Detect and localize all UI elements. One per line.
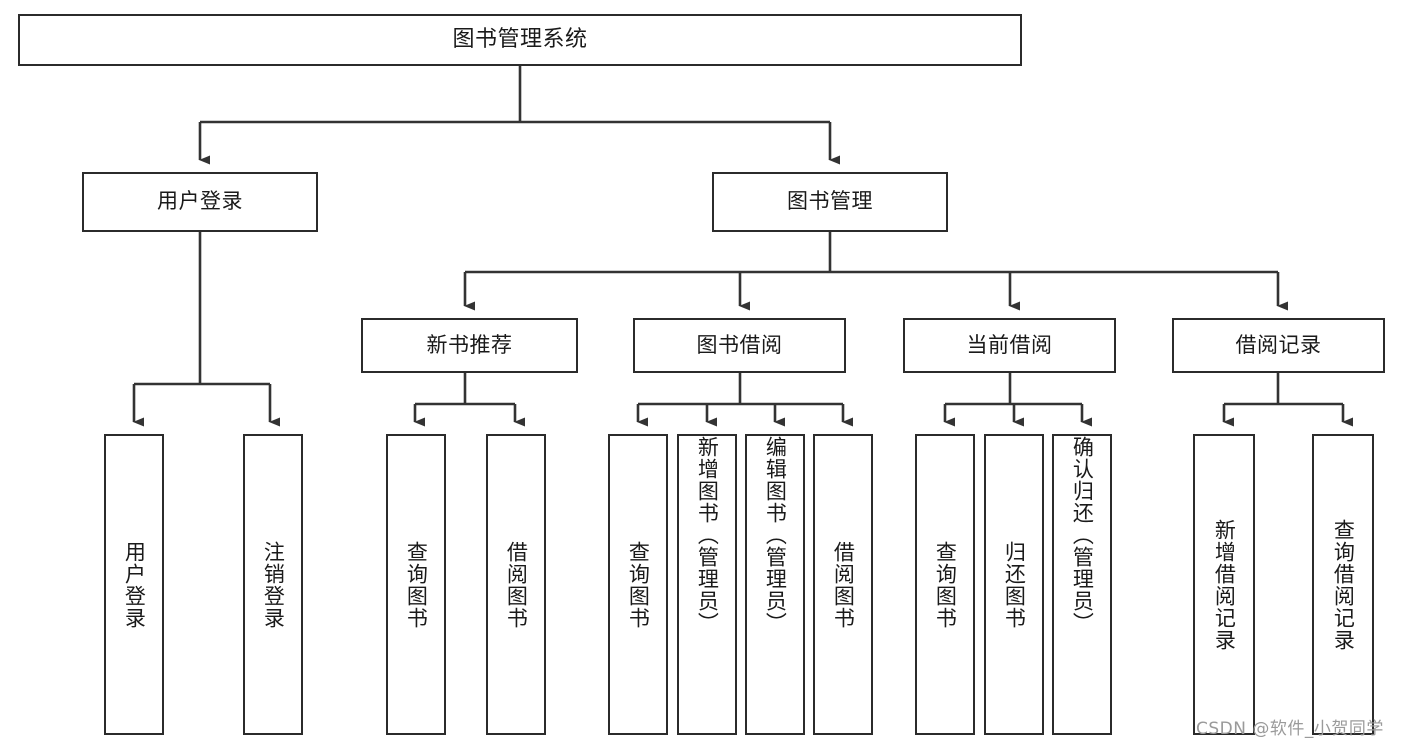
node-leaf-logout[interactable]: 注销登录 — [243, 434, 303, 735]
node-leaf-add-borrow-record[interactable]: 新增借阅记录 — [1193, 434, 1255, 735]
node-leaf-query-book-rec[interactable]: 查询图书 — [386, 434, 446, 735]
node-leaf-query-book-rec-label: 查询图书 — [404, 540, 429, 629]
node-leaf-borrow-book-rec-label: 借阅图书 — [504, 540, 529, 629]
node-leaf-add-borrow-record-label: 新增借阅记录 — [1212, 518, 1237, 651]
node-leaf-query-book-borrow-label: 查询图书 — [626, 540, 651, 629]
node-borrow-record-label: 借阅记录 — [1235, 332, 1322, 357]
node-leaf-edit-book[interactable]: 编辑图书（管理员） — [745, 434, 805, 735]
node-book-borrow-label: 图书借阅 — [696, 332, 783, 357]
node-leaf-query-borrow-record-label: 查询借阅记录 — [1331, 518, 1356, 651]
node-root[interactable]: 图书管理系统 — [18, 14, 1022, 66]
node-leaf-query-borrow-record[interactable]: 查询借阅记录 — [1312, 434, 1374, 735]
node-leaf-logout-label: 注销登录 — [261, 540, 286, 629]
node-new-book-recommend-label: 新书推荐 — [426, 332, 513, 357]
node-leaf-return-book[interactable]: 归还图书 — [984, 434, 1044, 735]
node-current-borrow-label: 当前借阅 — [966, 332, 1053, 357]
node-leaf-confirm-return[interactable]: 确认归还（管理员） — [1052, 434, 1112, 735]
node-leaf-borrow-book-rec[interactable]: 借阅图书 — [486, 434, 546, 735]
node-leaf-edit-book-label: 编辑图书（管理员） — [763, 436, 788, 634]
node-leaf-borrow-book-label: 借阅图书 — [831, 540, 856, 629]
csdn-watermark: CSDN @软件_小贺同学 — [1196, 719, 1384, 739]
node-leaf-query-book-borrow[interactable]: 查询图书 — [608, 434, 668, 735]
node-root-label: 图书管理系统 — [452, 26, 588, 52]
node-user-login-label: 用户登录 — [157, 189, 243, 214]
node-leaf-user-login-label: 用户登录 — [122, 540, 147, 629]
node-leaf-confirm-return-label: 确认归还（管理员） — [1070, 436, 1095, 634]
node-book-management[interactable]: 图书管理 — [712, 172, 948, 232]
node-borrow-record[interactable]: 借阅记录 — [1172, 318, 1385, 373]
node-leaf-query-book-current[interactable]: 查询图书 — [915, 434, 975, 735]
node-leaf-return-book-label: 归还图书 — [1002, 540, 1027, 629]
node-leaf-query-book-current-label: 查询图书 — [933, 540, 958, 629]
node-book-management-label: 图书管理 — [787, 189, 873, 214]
node-user-login[interactable]: 用户登录 — [82, 172, 318, 232]
node-new-book-recommend[interactable]: 新书推荐 — [361, 318, 578, 373]
node-leaf-borrow-book[interactable]: 借阅图书 — [813, 434, 873, 735]
node-leaf-add-book-label: 新增图书（管理员） — [695, 436, 720, 634]
node-current-borrow[interactable]: 当前借阅 — [903, 318, 1116, 373]
node-book-borrow[interactable]: 图书借阅 — [633, 318, 846, 373]
node-leaf-add-book[interactable]: 新增图书（管理员） — [677, 434, 737, 735]
node-leaf-user-login[interactable]: 用户登录 — [104, 434, 164, 735]
